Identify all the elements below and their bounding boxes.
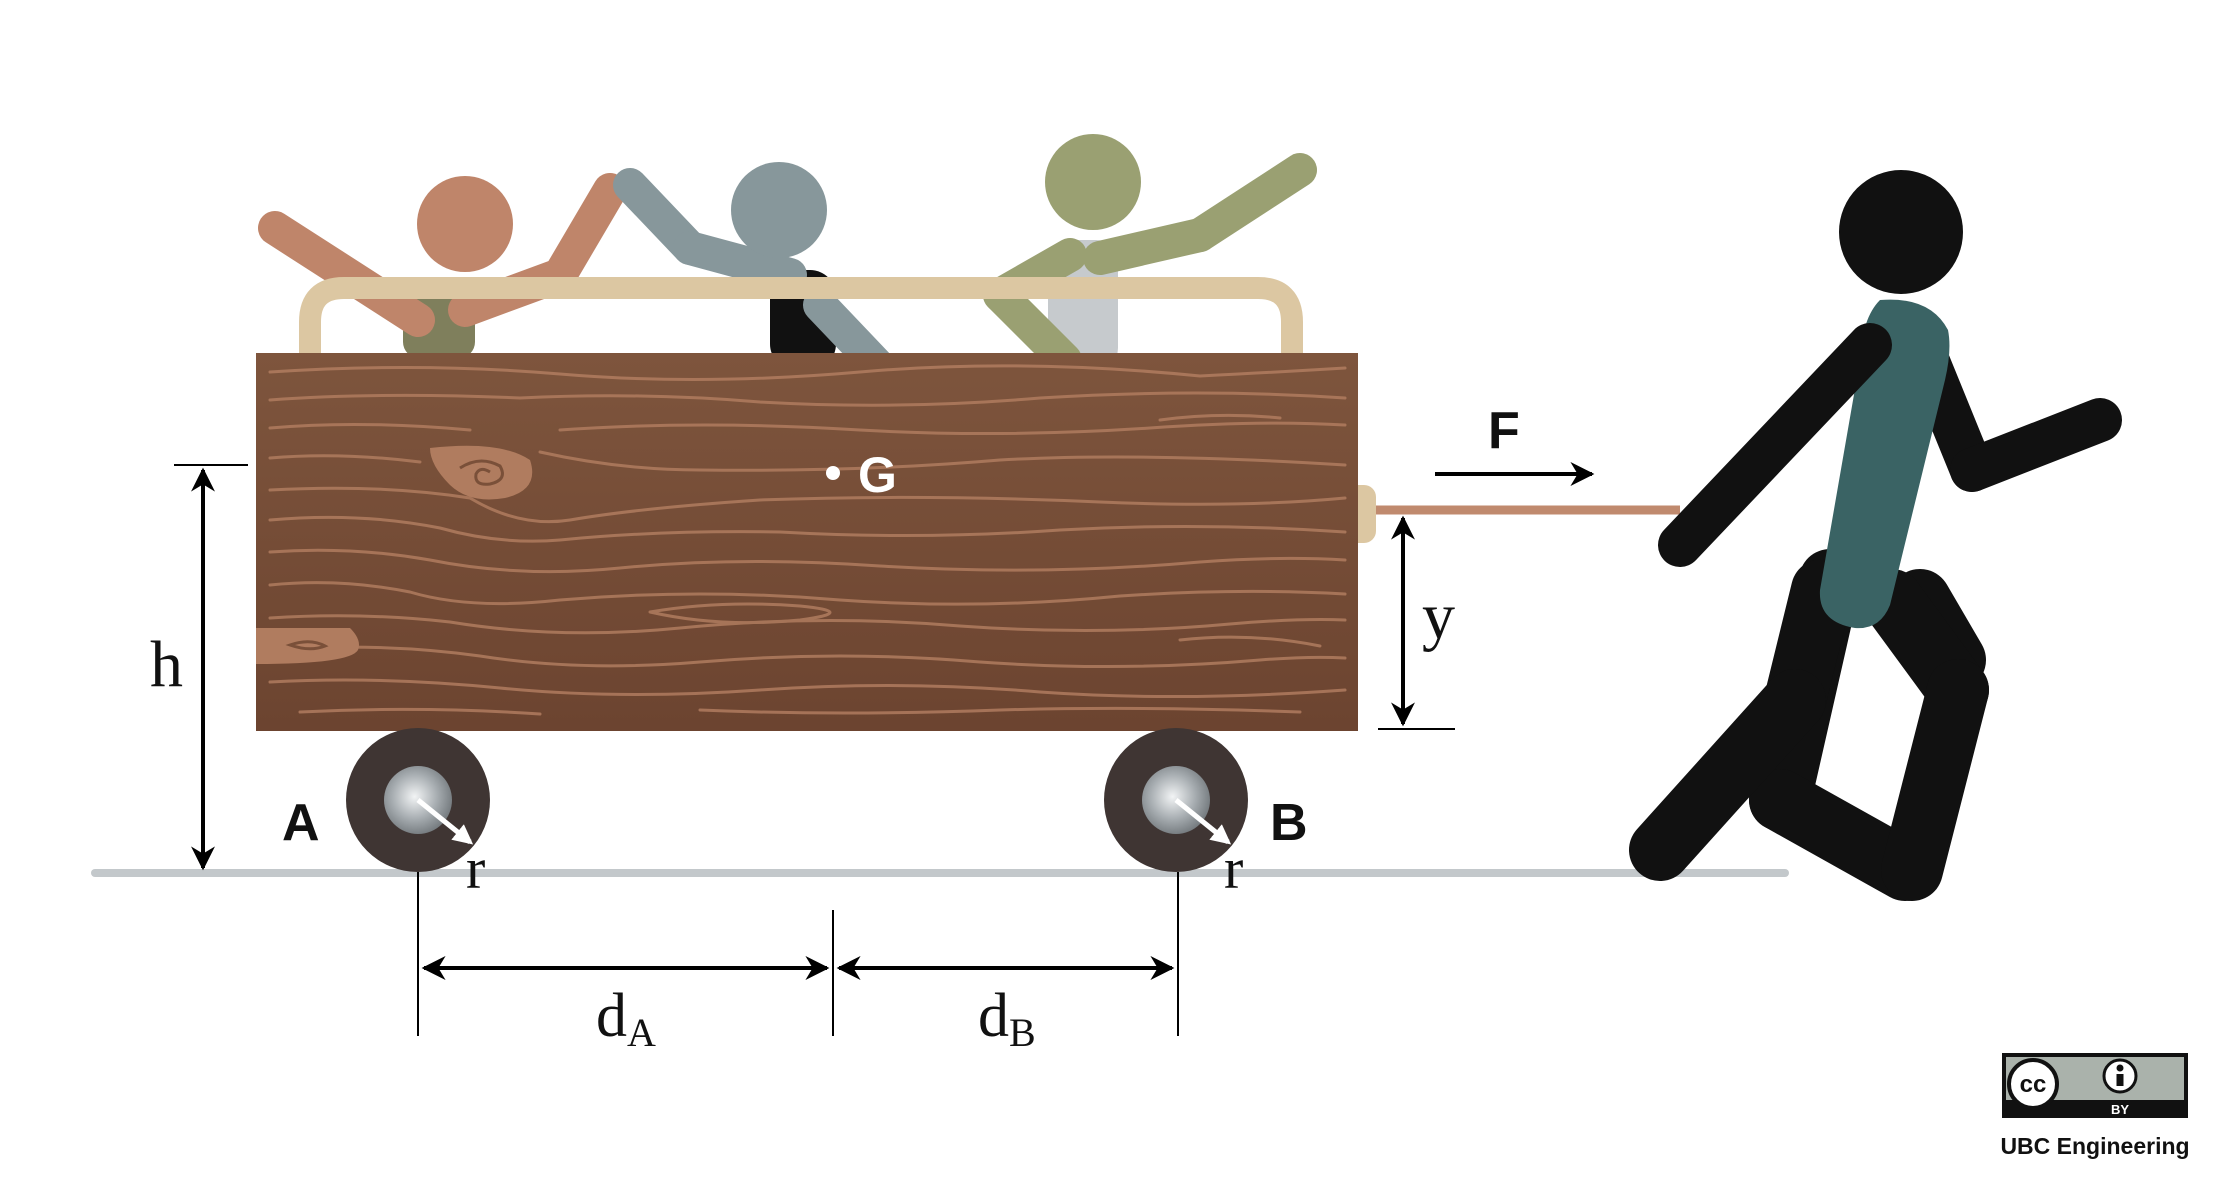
wagon-rail xyxy=(299,277,1303,360)
dist-a-main: d xyxy=(596,982,627,1050)
radius-a-label: r xyxy=(466,836,485,901)
wheel-a-label: A xyxy=(282,794,320,852)
center-of-mass-label: G xyxy=(858,447,897,503)
cc-by-license-badge: cc BY xyxy=(2002,1053,2188,1118)
wheel-b xyxy=(1104,728,1248,872)
radius-b-label: r xyxy=(1224,836,1243,901)
dist-a-subscript: A xyxy=(627,1010,656,1055)
dist-b-label: dB xyxy=(978,982,1036,1055)
dist-b-subscript: B xyxy=(1009,1010,1036,1055)
force-label: F xyxy=(1488,402,1520,460)
rider-right xyxy=(983,134,1317,377)
center-of-mass-dot xyxy=(826,466,840,480)
wagon-box xyxy=(256,353,1358,731)
dist-a-label: dA xyxy=(596,982,656,1055)
dist-b-main: d xyxy=(978,982,1009,1050)
rider-left xyxy=(258,173,627,358)
credit-text: UBC Engineering xyxy=(2000,1133,2189,1159)
height-label: h xyxy=(150,628,183,701)
wheel-b-label: B xyxy=(1270,794,1308,852)
rope-height-label: y xyxy=(1422,580,1455,653)
cc-mark: cc xyxy=(2020,1071,2047,1098)
wheel-a xyxy=(346,728,490,872)
rider-middle xyxy=(613,162,897,385)
walker-figure xyxy=(1629,170,2122,901)
by-mark: BY xyxy=(2111,1102,2129,1117)
